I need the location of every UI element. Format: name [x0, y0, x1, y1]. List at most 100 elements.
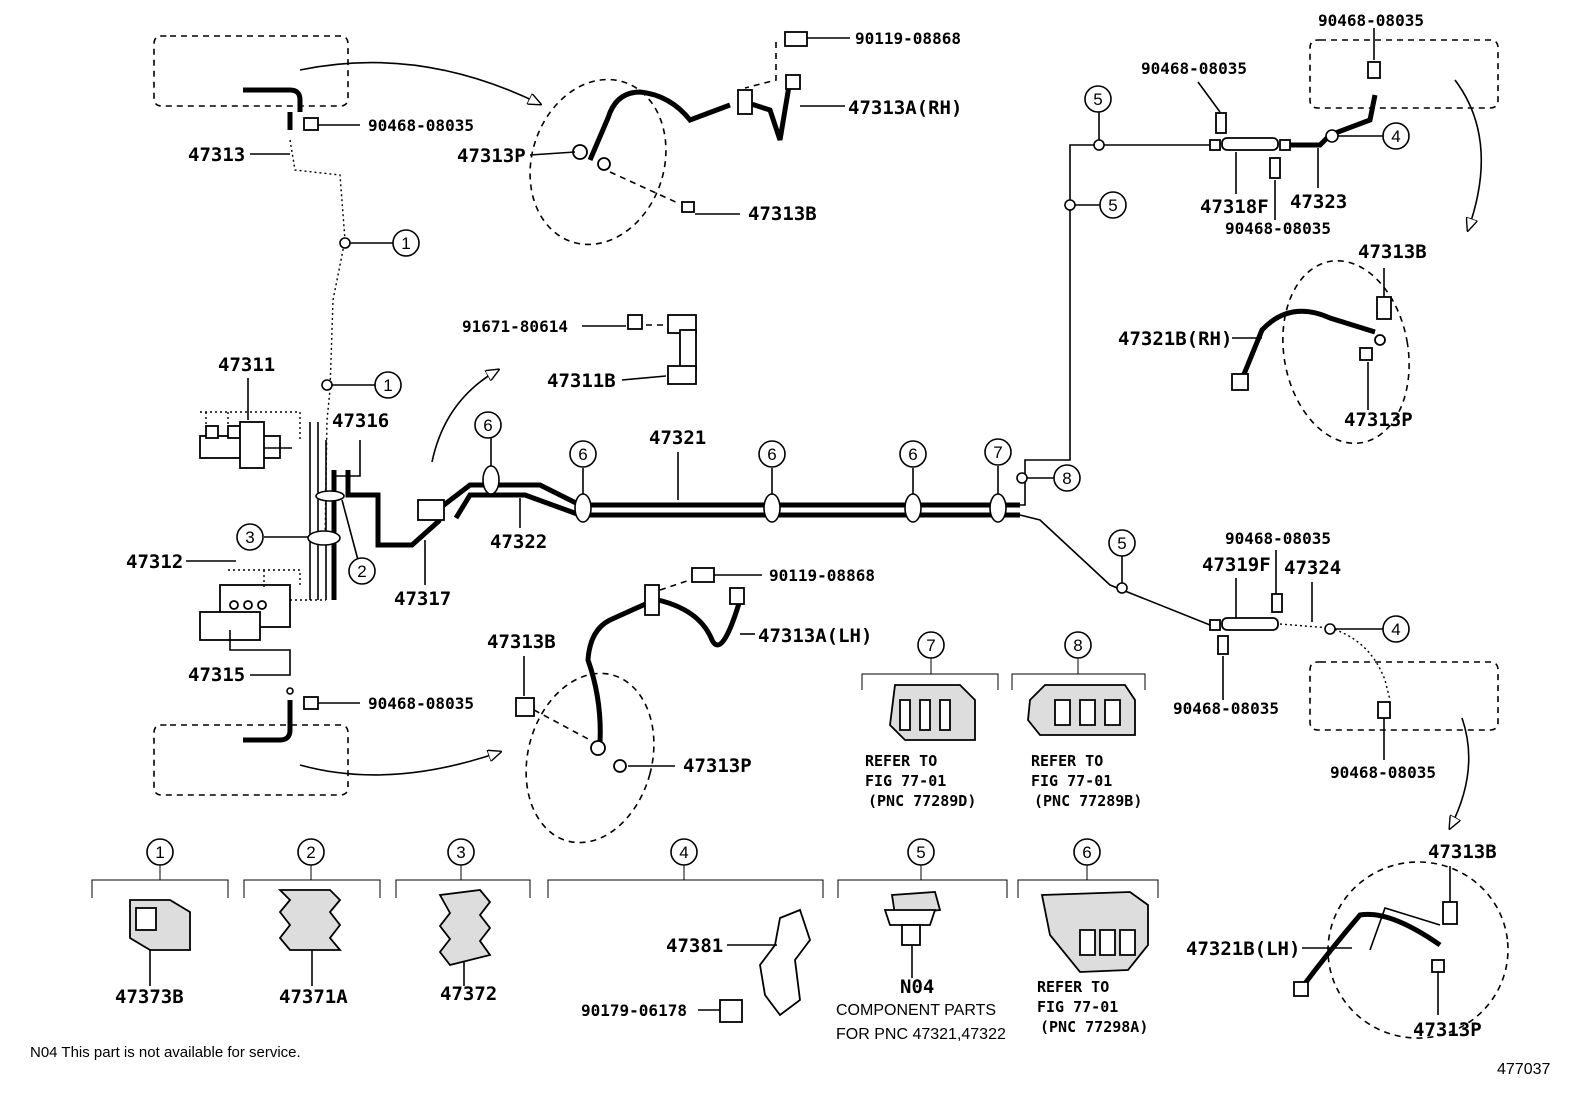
- label-91671: 91671-80614: [462, 317, 568, 336]
- leader-47316: [334, 440, 361, 477]
- callout-2: 2: [357, 562, 366, 581]
- label-47313B-mid: 47313B: [487, 631, 556, 653]
- callout-8-a: 8: [1062, 469, 1071, 488]
- clip-5-markers: 5 5 5: [1064, 85, 1136, 594]
- callout-6-c: 6: [767, 445, 776, 464]
- detail-8: 8: [1011, 631, 1146, 736]
- callout-3: 3: [245, 528, 254, 547]
- detail-3: 3: [395, 838, 531, 986]
- clip-7-marker: 7: [984, 438, 1012, 523]
- label-90468-c: 90468-08035: [1318, 11, 1424, 30]
- ref6-line1: REFER TO: [1037, 978, 1109, 996]
- brake-tube-47316: [331, 470, 442, 600]
- callout-1-upper: 1: [401, 234, 410, 253]
- label-90468-b: 90468-08035: [368, 694, 474, 713]
- fitting-47315: [286, 687, 294, 695]
- label-47313P-mid: 47313P: [683, 755, 752, 777]
- component-parts-line1: COMPONENT PARTS: [836, 1002, 996, 1019]
- label-90119-top: 90119-08868: [855, 29, 961, 48]
- callout-4-b: 4: [1391, 620, 1400, 639]
- label-47311B: 47311B: [547, 370, 616, 392]
- callout-6-d: 6: [908, 445, 917, 464]
- callout-4-a: 4: [1391, 127, 1400, 146]
- detail-4: 4: [547, 838, 824, 1023]
- three-way-joint: [627, 314, 697, 385]
- tube-bundle: [309, 422, 327, 600]
- label-47313: 47313: [188, 144, 245, 166]
- label-47313P-top: 47313P: [457, 145, 526, 167]
- callout-5-a: 5: [1093, 90, 1102, 109]
- detail-7: 7: [861, 631, 999, 741]
- leader-47315: [229, 630, 291, 676]
- clip-marker-1a: 1: [339, 229, 420, 257]
- callout-7-a: 7: [993, 443, 1002, 462]
- front-rh-hose-assembly: [529, 31, 808, 246]
- label-n04: N04: [900, 976, 934, 998]
- clip-3-marker: [307, 530, 341, 546]
- clip-2-marker: [315, 490, 345, 502]
- callout-6-a: 6: [483, 416, 492, 435]
- callout-3-detail: 3: [456, 843, 465, 862]
- detail-1: 1: [91, 838, 229, 986]
- label-47317: 47317: [394, 588, 451, 610]
- label-47322: 47322: [490, 531, 547, 553]
- leader-47311B: [621, 375, 667, 381]
- ref6-line2: FIG 77-01: [1037, 998, 1118, 1016]
- detail-5: 5: [837, 838, 1008, 978]
- footnote: N04 This part is not available for servi…: [30, 1044, 301, 1061]
- callout-7-detail: 7: [926, 636, 935, 655]
- figure-number: 477037: [1497, 1061, 1550, 1078]
- label-47313B-lh: 47313B: [1428, 841, 1497, 863]
- label-47311: 47311: [218, 354, 275, 376]
- callout-3-circle: [236, 523, 264, 551]
- label-47324: 47324: [1284, 557, 1341, 579]
- label-90468-h: 90468-08035: [1330, 763, 1436, 782]
- label-47312: 47312: [126, 551, 183, 573]
- callout-4-detail: 4: [679, 843, 688, 862]
- label-47372: 47372: [440, 983, 497, 1005]
- leader-c2: [341, 499, 359, 561]
- callout-6-detail: 6: [1082, 843, 1091, 862]
- clip-marker-1b: 1: [321, 371, 402, 399]
- callout-2-detail: 2: [306, 843, 315, 862]
- label-47313P-rh: 47313P: [1344, 409, 1413, 431]
- front-rh-brake-line: [289, 139, 346, 541]
- joint-47317: [417, 499, 445, 521]
- rear-rh-hose: [1231, 259, 1410, 445]
- label-47316: 47316: [332, 410, 389, 432]
- label-47313B-top: 47313B: [748, 203, 817, 225]
- callout-2-circle: [348, 557, 376, 585]
- rear-brake-line-47321: [438, 144, 1211, 626]
- label-47318F: 47318F: [1200, 196, 1269, 218]
- label-90179: 90179-06178: [581, 1001, 687, 1020]
- ref7-line1: REFER TO: [865, 752, 937, 770]
- label-47313A-rh: 47313A(RH): [848, 97, 962, 119]
- clip-90468-lower-left: [303, 696, 360, 710]
- leader-47313P-top: [529, 151, 576, 156]
- ref8-line2: FIG 77-01: [1031, 772, 1112, 790]
- callout-1-detail: 1: [155, 843, 164, 862]
- label-47315: 47315: [188, 664, 245, 686]
- label-47371A: 47371A: [279, 986, 348, 1008]
- front-rh-location-box: [153, 35, 540, 130]
- detail-2: 2: [243, 838, 381, 986]
- label-90468-a: 90468-08035: [368, 116, 474, 135]
- label-90468-f: 90468-08035: [1225, 529, 1331, 548]
- clip-6-markers: 6 6 6 6: [474, 411, 927, 523]
- ref7-line3: (PNC 77289D): [868, 792, 976, 810]
- callout-5-c: 5: [1117, 534, 1126, 553]
- label-90468-g: 90468-08035: [1173, 699, 1279, 718]
- ref8-line3: (PNC 77289B): [1034, 792, 1142, 810]
- ref7-line2: FIG 77-01: [865, 772, 946, 790]
- ref8-line1: REFER TO: [1031, 752, 1103, 770]
- label-90468-e: 90468-08035: [1225, 219, 1331, 238]
- label-47381: 47381: [666, 935, 723, 957]
- component-parts-line2: FOR PNC 47321,47322: [836, 1026, 1006, 1043]
- master-cylinder: [199, 411, 301, 469]
- front-lh-location-box: [153, 720, 500, 796]
- label-47323: 47323: [1290, 191, 1347, 213]
- label-47321B-rh: 47321B(RH): [1118, 328, 1232, 350]
- label-47321B-lh: 47321B(LH): [1186, 938, 1300, 960]
